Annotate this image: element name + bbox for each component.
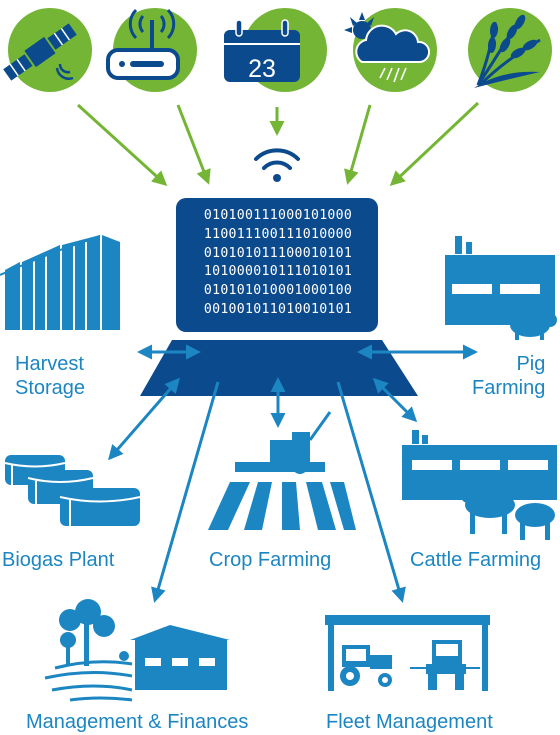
pig-farming-label: Pig Farming [472,352,545,400]
binary-data: 010100111000101000 110011100111010000 01… [183,207,373,320]
wifi-icon [254,148,300,182]
weather-icon [344,8,437,92]
binary-line: 010100111000101000 [203,208,353,223]
silo-icon [0,235,120,330]
cattle-barn-icon [402,430,557,540]
binary-line: 010101011100010101 [203,245,353,261]
binary-line: 101000010111010101 [203,264,353,280]
cattle-farming-label: Cattle Farming [410,549,542,571]
management-finances-label: Management & Finances [26,711,249,733]
wheat-icon [468,8,552,92]
binary-line: 010101010001000100 [203,283,353,299]
binary-line: 001001011010010101 [203,301,353,317]
input-arrows [76,101,480,187]
calendar-icon [224,8,327,92]
tractor-shed-icon [325,615,490,691]
laptop-icon [140,198,418,396]
pig-farming-line-1: Pig [516,353,546,375]
biogas-plant-label: Biogas Plant [2,549,115,571]
output-arrows [108,344,478,603]
crop-farming-label: Crop Farming [209,549,332,571]
farmhouse-icon [44,599,230,702]
binary-line: 110011100111010000 [203,226,353,242]
satellite-icon [3,8,92,92]
calendar-day: 23 [248,55,276,83]
router-icon [106,8,197,92]
harvest-storage-label: Harvest Storage [15,352,85,400]
combine-harvester-icon [208,411,356,530]
harvest-storage-line-1: Harvest [15,353,84,375]
biogas-tanks-icon [4,455,141,526]
fleet-management-label: Fleet Management [326,711,493,733]
harvest-storage-line-2: Storage [15,377,86,399]
pig-farming-line-2: Farming [472,377,546,399]
pig-barn-icon [445,236,557,340]
